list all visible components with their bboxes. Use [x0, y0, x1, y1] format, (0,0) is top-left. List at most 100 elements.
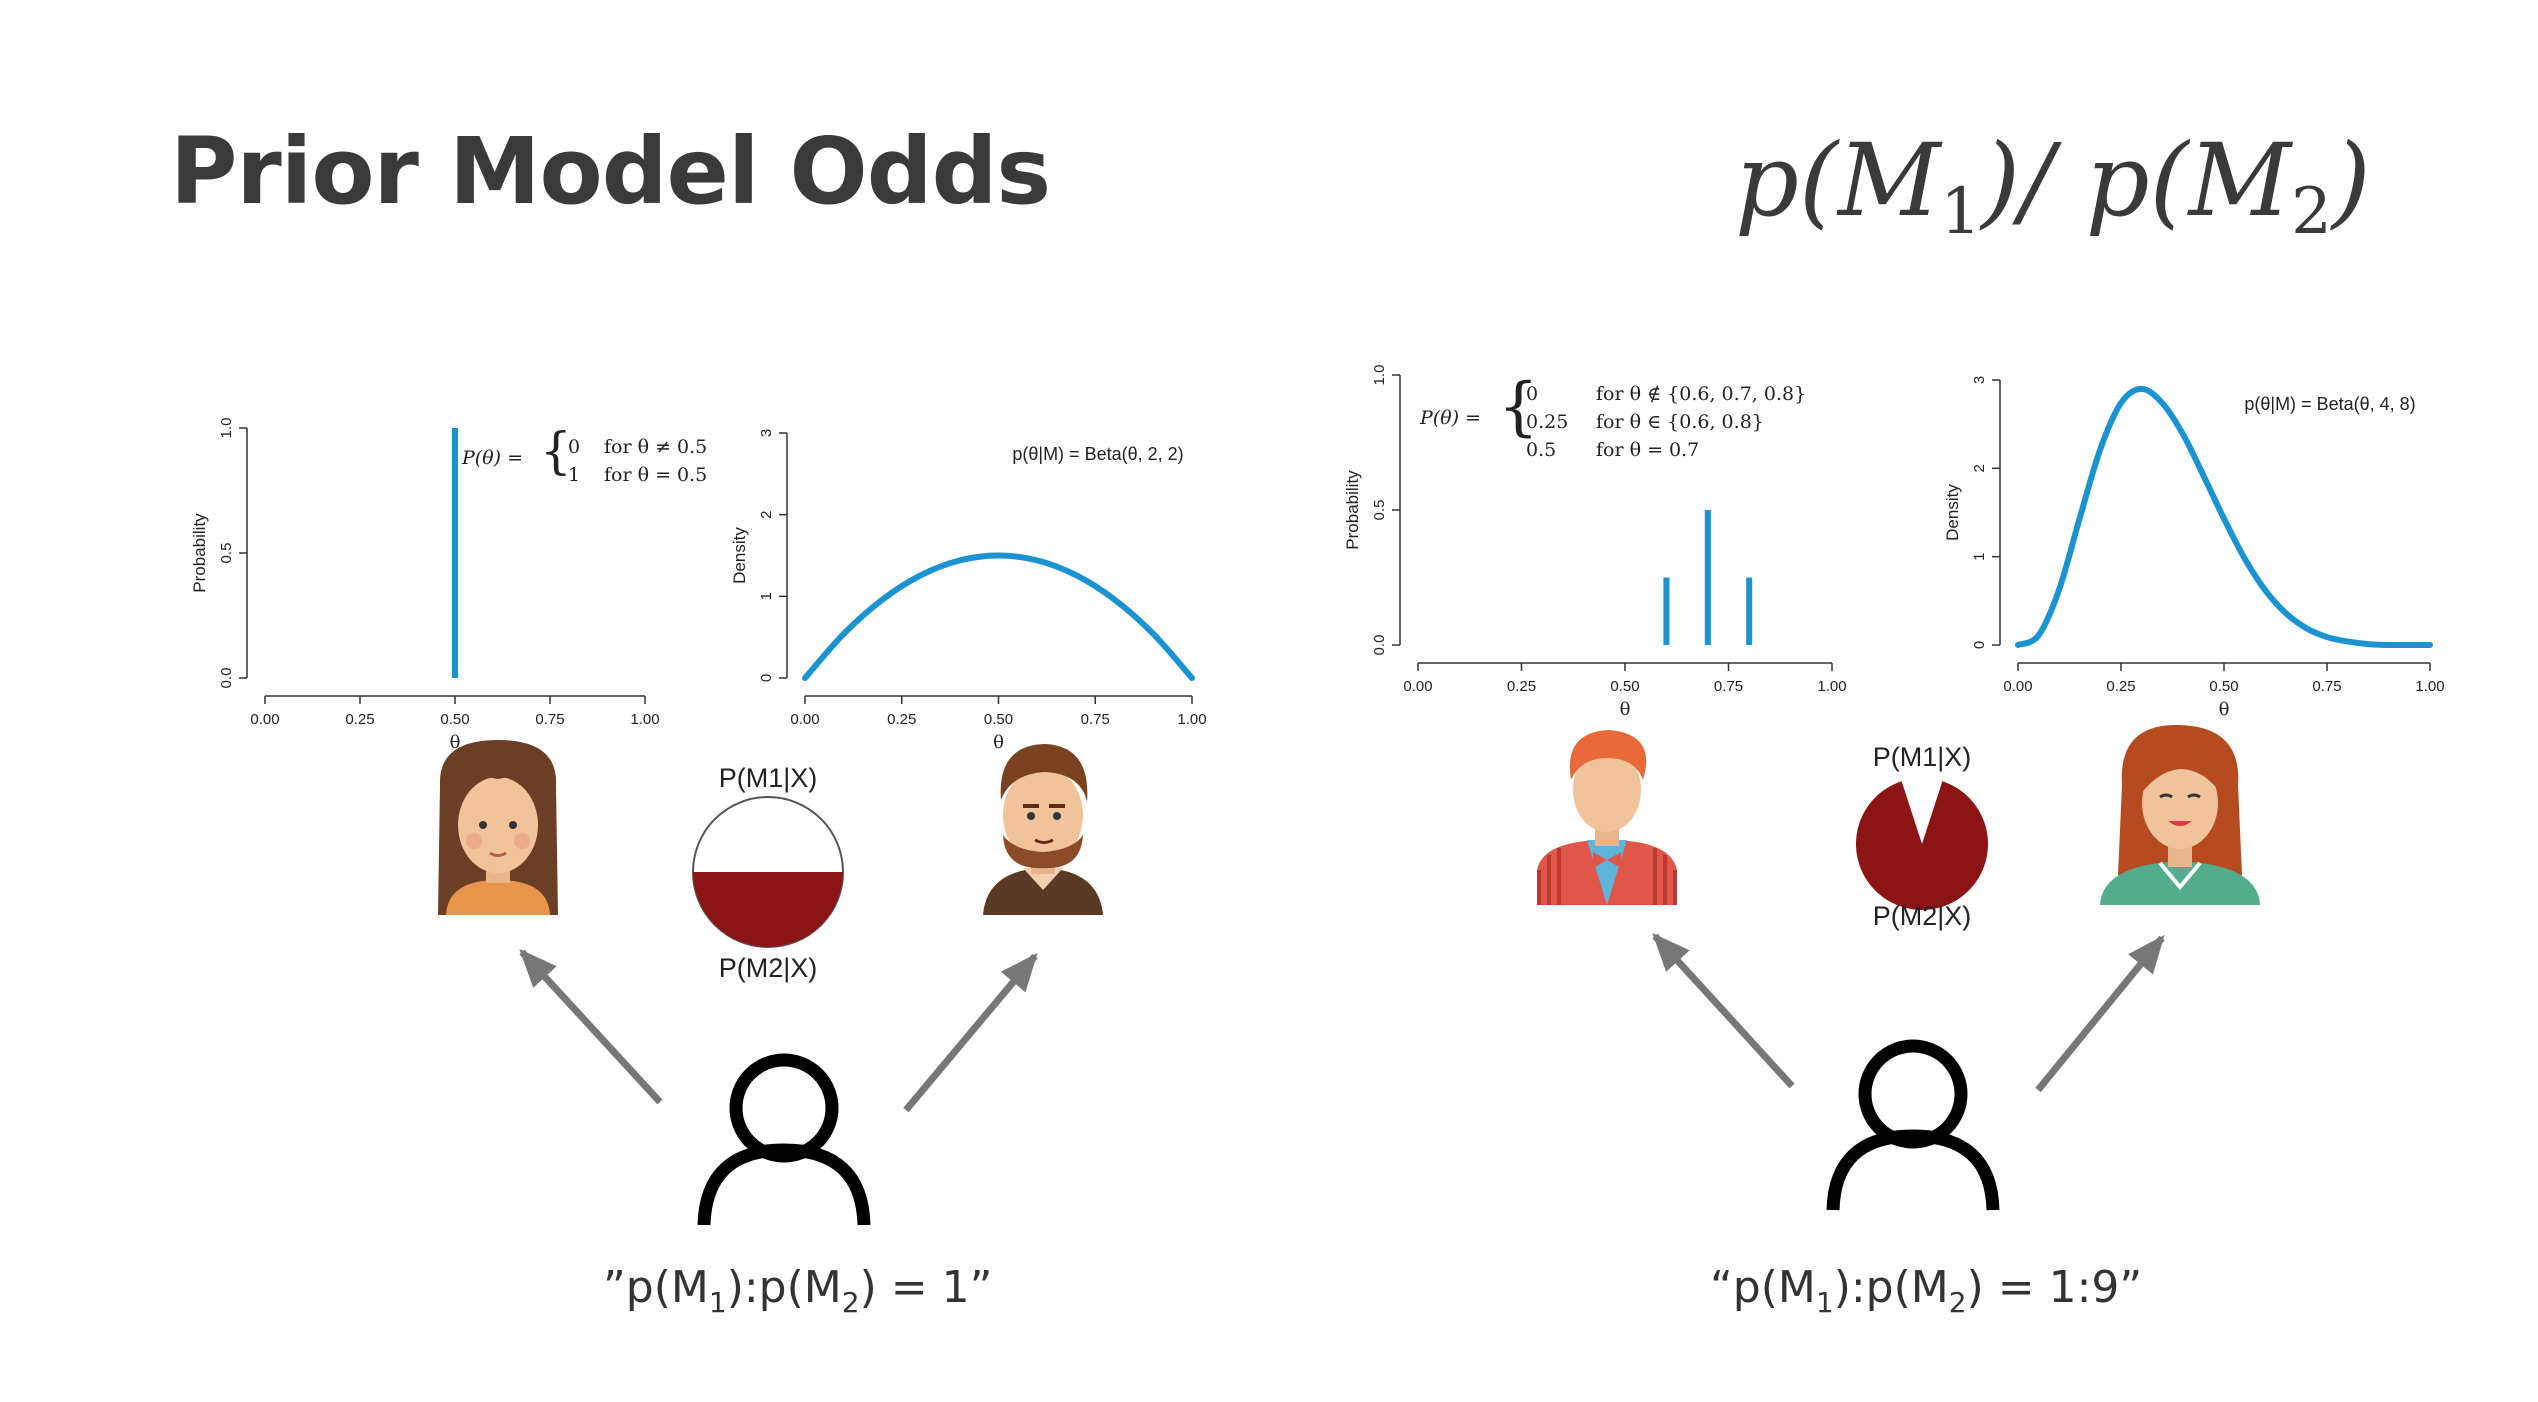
x-tick-label: 0.25	[887, 711, 916, 728]
chart-title: p(θ|M) = Beta(θ, 4, 8)	[2244, 394, 2415, 414]
chart-left-beta-prior: 0.00 0.25 0.50 0.75 1.00 0 1 2 3 θ Density p(θ|M) =…	[730, 429, 1207, 753]
y-tick-label: 1.0	[1371, 365, 1388, 386]
user-icon-right	[1826, 1039, 2000, 1211]
annotation-condition: for θ = 0.7	[1596, 439, 1699, 461]
x-tick-label: 1.00	[630, 711, 659, 728]
annotation-condition: for θ ∉ {0.6, 0.7, 0.8}	[1596, 383, 1806, 405]
x-axis-label: θ	[993, 732, 1004, 753]
arrow-to-right-woman	[2035, 934, 2165, 1093]
x-tick-label: 0.75	[1081, 711, 1110, 728]
x-tick-label: 0.75	[1714, 678, 1743, 695]
y-axis-label: Probability	[1343, 470, 1362, 550]
y-tick-label: 3	[1971, 376, 1988, 384]
x-tick-label: 0.50	[1610, 678, 1639, 695]
arrow-to-left-woman	[519, 949, 663, 1105]
quote-part: “p(M	[1710, 1262, 1816, 1313]
x-tick-label: 1.00	[1177, 711, 1206, 728]
quote-sub: 1	[708, 1286, 727, 1319]
pie-slice-m2-right	[1856, 781, 1989, 911]
annotation-condition: for θ = 0.5	[604, 464, 707, 486]
x-tick-label: 1.00	[1817, 678, 1846, 695]
density-curve	[2015, 385, 2433, 649]
x-tick-label: 0.00	[790, 711, 819, 728]
formula-part: )	[2331, 122, 2371, 239]
x-axis-label: θ	[2219, 699, 2230, 720]
x-tick-label: 0.00	[1403, 678, 1432, 695]
slide-title: Prior Model Odds	[170, 118, 1051, 225]
x-tick-label: 0.50	[440, 711, 469, 728]
annotation-value: 0.25	[1526, 411, 1568, 433]
quote-part: ):p(M	[726, 1262, 842, 1313]
density-curve	[802, 552, 1195, 681]
pie-label-bottom-left: P(M2|X)	[719, 953, 818, 983]
x-axis-label: θ	[450, 732, 461, 753]
annotation-brace: {	[540, 422, 572, 480]
x-tick-label: 0.25	[1507, 678, 1536, 695]
arrow-to-redhead-man	[1652, 933, 1795, 1089]
woman-avatar-right	[2100, 724, 2260, 905]
quote-part: ”p(M	[603, 1262, 709, 1313]
quote-sub: 1	[1815, 1286, 1834, 1319]
x-tick-label: 0.00	[250, 711, 279, 728]
chart-right-beta-prior: 0.00 0.25 0.50 0.75 1.00 0 1 2 3 θ Density p(θ|M) =…	[1943, 376, 2445, 720]
pie-label-top-left: P(M1|X)	[719, 763, 818, 793]
formula-sub-2: 2	[2291, 175, 2332, 249]
formula-part: )/ p(M	[1981, 122, 2292, 239]
formula-part: p(M	[1735, 122, 1941, 239]
annotation-value: 0	[1526, 383, 1538, 405]
pie-label-top-right: P(M1|X)	[1873, 742, 1972, 772]
prior-odds-quote-left: ”p(M1):p(M2) = 1”	[603, 1262, 992, 1319]
annotation-value: 0.5	[1526, 439, 1556, 461]
chart-title: p(θ|M) = Beta(θ, 2, 2)	[1012, 444, 1183, 464]
y-tick-label: 1	[758, 592, 775, 600]
x-tick-label: 0.25	[2106, 678, 2135, 695]
annotation-lhs: P(θ) =	[461, 447, 523, 469]
y-tick-label: 2	[758, 510, 775, 518]
annotation-lhs: P(θ) =	[1419, 407, 1481, 429]
x-tick-label: 0.75	[535, 711, 564, 728]
quote-part: ):p(M	[1833, 1262, 1949, 1313]
y-axis-label: Density	[730, 527, 749, 584]
x-tick-label: 0.25	[345, 711, 374, 728]
pie-label-bottom-right: P(M2|X)	[1873, 901, 1972, 931]
y-tick-label: 0.0	[218, 668, 235, 689]
y-tick-label: 1.0	[218, 418, 235, 439]
x-tick-label: 0.50	[984, 711, 1013, 728]
y-tick-label: 1	[1971, 552, 1988, 560]
pie-slice-m2-left	[693, 872, 843, 947]
quote-sub: 2	[1948, 1286, 1967, 1319]
annotation-value: 1	[568, 464, 580, 486]
y-tick-label: 0.5	[218, 543, 235, 564]
y-tick-label: 0.5	[1371, 500, 1388, 521]
x-tick-label: 1.00	[2415, 678, 2444, 695]
y-tick-label: 0	[758, 674, 775, 682]
user-icon-left	[697, 1053, 871, 1226]
redhead-man-avatar	[1537, 730, 1677, 905]
x-tick-label: 0.75	[2312, 678, 2341, 695]
quote-part: ) = 1”	[859, 1262, 993, 1313]
prior-odds-formula: p(M1)/ p(M2)	[1735, 122, 2371, 249]
annotation-condition: for θ ≠ 0.5	[604, 436, 707, 458]
x-tick-label: 0.50	[2209, 678, 2238, 695]
x-axis-label: θ	[1620, 699, 1631, 720]
y-axis-label: Probability	[190, 513, 209, 593]
annotation-condition: for θ ∈ {0.6, 0.8}	[1596, 411, 1764, 433]
y-tick-label: 0.0	[1371, 635, 1388, 656]
arrow-to-bearded-man	[903, 952, 1038, 1113]
bearded-man-avatar	[983, 744, 1103, 915]
posterior-pie-left: P(M1|X) P(M2|X)	[692, 763, 844, 983]
quote-part: ) = 1:9”	[1966, 1262, 2143, 1313]
quote-sub: 2	[841, 1286, 860, 1319]
annotation-brace: {	[1498, 370, 1539, 444]
annotation-value: 0	[568, 436, 580, 458]
x-tick-label: 0.00	[2003, 678, 2032, 695]
woman-avatar-left	[438, 740, 558, 915]
y-tick-label: 3	[758, 429, 775, 437]
y-axis-label: Density	[1943, 484, 1962, 541]
chart-left-point-prior: 0.00 0.25 0.50 0.75 1.00 0.0 0.5 1.0 θ Probabilit…	[190, 418, 707, 753]
formula-sub-1: 1	[1940, 175, 1982, 249]
y-tick-label: 2	[1971, 464, 1988, 472]
y-tick-label: 0	[1971, 641, 1988, 649]
